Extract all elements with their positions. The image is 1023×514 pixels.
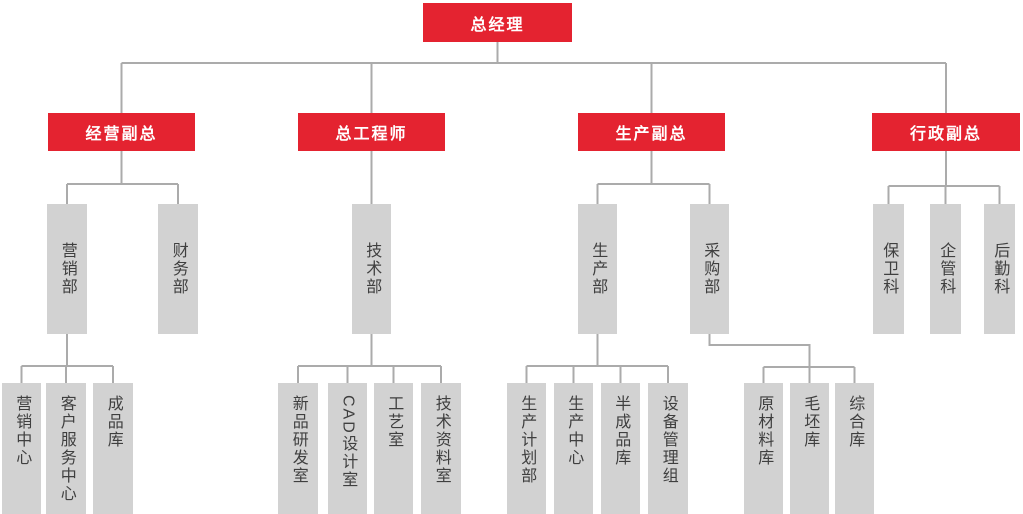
org-node-marketing-dept: 营销部 [47,204,87,334]
org-node-production-dept: 生产部 [578,204,617,334]
org-node-production-planning-dept: 生产计划部 [507,383,546,514]
org-node-finance-dept: 财务部 [158,204,198,334]
org-node-cad-design-room: CAD设计室 [328,383,367,514]
org-node-general-manager: 总经理 [423,3,572,42]
org-node-label: 技术部 [363,242,381,296]
org-node-raw-material-warehouse: 原材料库 [744,383,783,514]
org-node-label: 后勤科 [991,242,1009,296]
org-node-blank-warehouse: 毛坯库 [790,383,829,514]
org-node-label: 生产中心 [565,395,583,467]
org-node-label: 保卫科 [880,242,898,296]
org-node-label: 行政副总 [909,126,982,143]
org-node-equipment-mgmt-group: 设备管理组 [648,383,688,514]
org-node-label: 生产副总 [615,126,688,143]
org-node-label: CAD设计室 [339,395,357,489]
org-node-label: 新品研发室 [289,395,307,485]
org-node-label: 营销中心 [13,395,31,467]
org-node-finished-goods-warehouse: 成品库 [93,383,133,514]
org-node-tech-archive-room: 技术资料室 [421,383,461,514]
org-node-label: 营销部 [58,242,76,296]
org-node-label: 技术资料室 [432,395,450,485]
org-node-label: 总工程师 [335,126,408,143]
org-node-vp-admin: 行政副总 [872,113,1020,151]
org-node-enterprise-mgmt-section: 企管科 [930,204,961,334]
org-node-label: 客户服务中心 [57,395,75,503]
org-node-label: 财务部 [169,242,187,296]
org-node-logistics-section: 后勤科 [984,204,1015,334]
org-node-new-product-rd-room: 新品研发室 [278,383,318,514]
org-node-semi-finished-warehouse: 半成品库 [601,383,640,514]
org-node-label: 半成品库 [612,395,630,467]
org-node-label: 成品库 [104,395,122,449]
org-node-process-room: 工艺室 [374,383,413,514]
org-node-label: 采购部 [701,242,719,296]
org-node-chief-engineer: 总工程师 [298,113,445,151]
org-node-label: 经营副总 [85,126,158,143]
org-node-label: 企管科 [937,242,955,296]
org-node-production-center: 生产中心 [554,383,593,514]
org-node-customer-service-center: 客户服务中心 [46,383,86,514]
org-node-security-section: 保卫科 [873,204,904,334]
org-node-label: 原材料库 [755,395,773,467]
org-node-vp-business: 经营副总 [48,113,195,151]
org-node-label: 工艺室 [385,395,403,449]
connector [708,334,811,367]
org-node-label: 毛坯库 [801,395,819,449]
org-node-label: 生产部 [589,242,607,296]
org-node-label: 总经理 [470,16,525,34]
org-node-general-warehouse: 综合库 [835,383,874,514]
org-node-label: 综合库 [846,395,864,449]
org-node-marketing-center: 营销中心 [2,383,41,514]
org-node-purchasing-dept: 采购部 [690,204,729,334]
org-node-label: 生产计划部 [518,395,536,485]
org-node-tech-dept: 技术部 [352,204,391,334]
org-node-label: 设备管理组 [659,395,677,485]
org-node-vp-production: 生产副总 [578,113,725,151]
